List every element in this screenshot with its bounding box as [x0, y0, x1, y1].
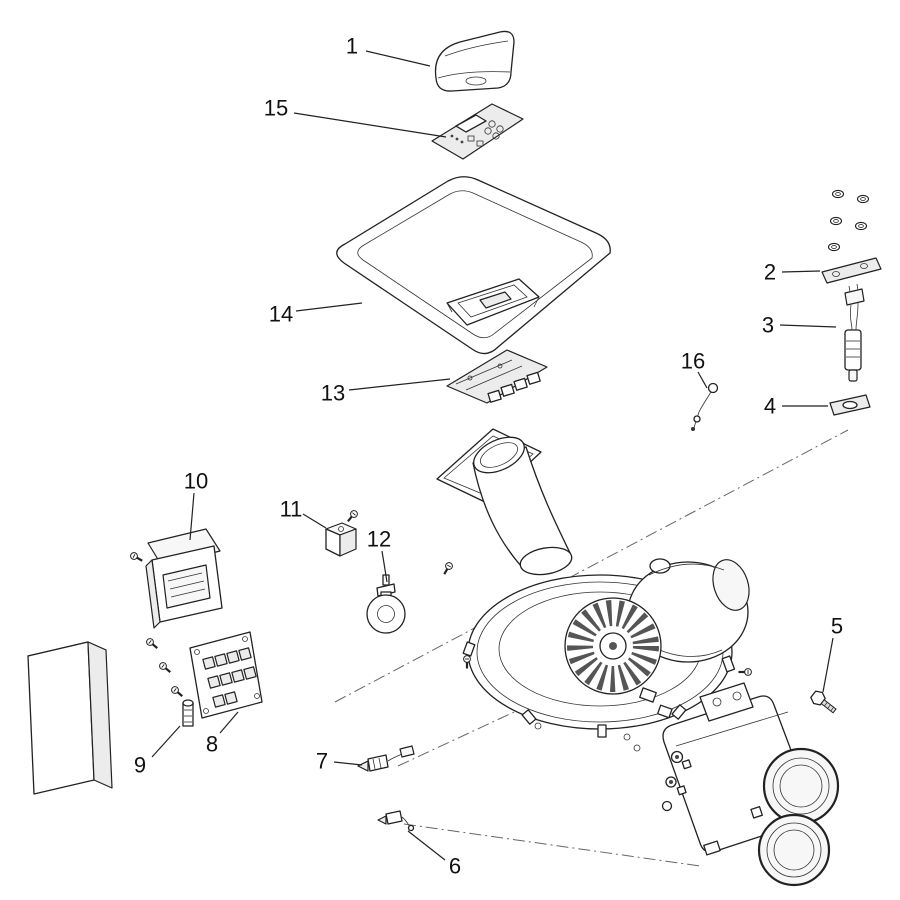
part-blower-motor — [564, 558, 750, 719]
part-pressure-switch — [366, 574, 406, 634]
callout-label-5: 5 — [831, 614, 843, 639]
callout-leader-2 — [781, 270, 821, 273]
callout-label-11: 11 — [280, 497, 303, 522]
callout-leader-1 — [365, 50, 431, 67]
part-control-board-plate — [446, 349, 548, 404]
part-top-lid — [336, 176, 611, 355]
part-gasket-plate — [829, 394, 871, 416]
part-mounting-bracket — [821, 257, 882, 284]
alignment-centerlines — [334, 429, 849, 867]
part-standoff-spacer — [182, 699, 194, 727]
callout-label-10: 10 — [184, 469, 208, 494]
callout-leader-12 — [381, 550, 388, 583]
callout-leader-8 — [219, 711, 239, 734]
callout-label-13: 13 — [321, 381, 345, 406]
part-igniter-wire — [691, 382, 719, 431]
callout-leader-15 — [293, 112, 447, 138]
part-drain-sensor — [377, 810, 415, 832]
part-transformer-relay — [325, 508, 360, 557]
callout-leader-11 — [302, 513, 327, 529]
callout-leader-7 — [333, 761, 363, 766]
callout-leader-9 — [151, 725, 181, 758]
part-sensor-with-harness — [844, 283, 865, 382]
callout-label-9: 9 — [134, 753, 146, 778]
callout-label-3: 3 — [762, 313, 774, 338]
part-temperature-sensor — [357, 745, 415, 772]
callout-label-7: 7 — [316, 749, 328, 774]
callout-label-1: 1 — [346, 34, 358, 59]
callout-layer: 1 15 14 13 2 3 4 16 10 11 12 5 8 9 7 6 — [134, 34, 843, 879]
callout-label-12: 12 — [367, 527, 391, 552]
callout-label-8: 8 — [206, 732, 218, 757]
callout-label-14: 14 — [269, 302, 293, 327]
hardware-nuts — [827, 189, 870, 252]
part-control-box — [128, 528, 223, 629]
callout-leader-14 — [295, 302, 363, 312]
callout-leader-10 — [189, 492, 195, 541]
part-mounting-bolt — [810, 690, 837, 714]
callout-leader-16 — [697, 371, 708, 389]
callout-leader-3 — [779, 324, 837, 328]
part-exhaust-pipe — [472, 436, 573, 576]
callout-label-16: 16 — [681, 349, 705, 374]
part-terminal-board — [144, 631, 263, 719]
callout-leader-13 — [348, 378, 451, 391]
callout-leader-6 — [407, 830, 446, 861]
callout-label-4: 4 — [764, 394, 776, 419]
callout-label-2: 2 — [764, 260, 776, 285]
part-control-panel-overlay — [431, 103, 524, 160]
callout-leader-5 — [822, 637, 834, 693]
callout-label-6: 6 — [449, 854, 461, 879]
part-side-cover-panel — [27, 641, 113, 795]
part-top-cover-cap — [434, 30, 515, 92]
callout-label-15: 15 — [264, 96, 288, 121]
part-manifold — [661, 682, 840, 887]
